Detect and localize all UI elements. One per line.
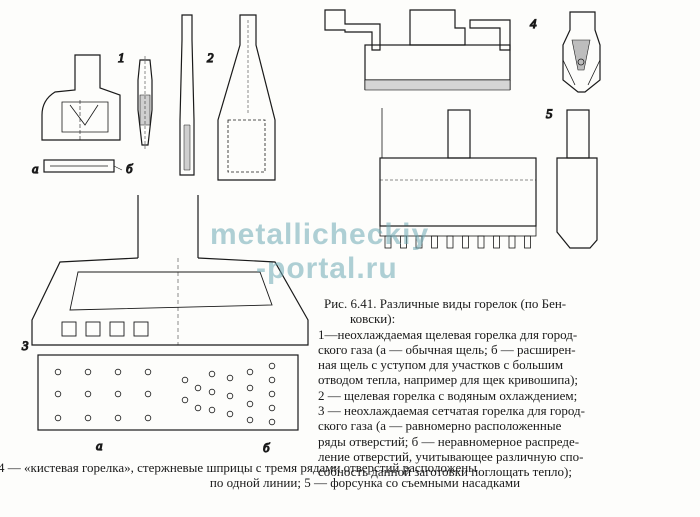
- burner-1-slot: [41, 54, 153, 173]
- hole: [246, 416, 254, 424]
- label-1: 1: [118, 50, 125, 65]
- nozzle-tip: [400, 235, 407, 249]
- caption-line: отводом тепла, например для щек кривошип…: [318, 372, 579, 388]
- hole: [54, 414, 62, 422]
- hole: [144, 390, 152, 398]
- caption-title-cont: ковски):: [350, 311, 396, 327]
- hole: [226, 410, 234, 418]
- label-b-top: б: [126, 161, 133, 176]
- label-5: 5: [546, 106, 553, 121]
- label-b-bottom: б: [263, 440, 270, 455]
- nozzle-tip: [384, 235, 392, 249]
- caption-line: 1—неохлаждаемая щелевая горелка для горо…: [318, 326, 578, 342]
- label-3: 3: [21, 338, 29, 353]
- caption-line: ского газа (а — равномерно расположенные: [318, 418, 562, 434]
- burner-5-tips: [384, 235, 531, 249]
- hole: [268, 362, 276, 370]
- hole: [144, 414, 152, 422]
- caption-line: ление отверстий, учитывающее различную с…: [318, 448, 584, 464]
- caption-line: 3 — неохлаждаемая сетчатая горелка для г…: [318, 403, 585, 419]
- nozzle-tip: [415, 235, 423, 249]
- caption-bottom-line-2: по одной линии; 5 — форсунка со съемными…: [209, 475, 521, 491]
- hole: [268, 390, 276, 398]
- caption-title: Рис. 6.41. Различные виды горелок (по Бе…: [324, 296, 567, 311]
- nozzle-tip: [524, 235, 531, 249]
- hole: [181, 376, 189, 384]
- caption-line: ряды отверстий; б — неравномерное распре…: [318, 433, 580, 449]
- hole: [181, 396, 189, 404]
- hole: [268, 404, 276, 412]
- hole: [54, 390, 62, 398]
- hole: [208, 388, 216, 396]
- caption-bottom: 4 — «кистевая горелка», стержневые шприц…: [0, 460, 700, 491]
- hole: [84, 414, 92, 422]
- hole: [114, 390, 122, 398]
- caption-line: ского газа (а — обычная щель; б — расшир…: [318, 341, 576, 357]
- label-4: 4: [530, 16, 537, 31]
- caption-line: ная щель с уступом для участков с больши…: [318, 357, 564, 373]
- caption-line: собность данной заготовки поглощать тепл…: [318, 464, 572, 480]
- hole: [246, 368, 254, 376]
- burner-3-mesh: [31, 195, 309, 431]
- hole: [246, 384, 254, 392]
- burner-5-nozzle: [379, 108, 598, 249]
- burner-4-nozzle-detail: [562, 11, 601, 93]
- hole: [84, 390, 92, 398]
- burner-2-water-cooled: [179, 14, 276, 181]
- hole: [84, 368, 92, 376]
- nozzle-tip: [508, 235, 516, 249]
- burner-4-brush: [324, 9, 511, 91]
- hole: [54, 368, 62, 376]
- nozzle-tip: [446, 235, 454, 249]
- hole: [114, 368, 122, 376]
- nozzle-tip: [493, 235, 500, 249]
- hole: [194, 404, 202, 412]
- hole: [226, 392, 234, 400]
- hole: [114, 414, 122, 422]
- label-a-bottom: а: [96, 438, 103, 453]
- label-2: 2: [207, 50, 214, 65]
- burner-3-hole-pattern: [54, 362, 276, 426]
- caption-line: 2 — щелевая горелка с водяным охлаждение…: [318, 387, 578, 403]
- hole: [268, 418, 276, 426]
- hole: [268, 376, 276, 384]
- nozzle-tip: [431, 235, 438, 249]
- caption-bottom-line-1: 4 — «кистевая горелка», стержневые шприц…: [0, 460, 477, 475]
- hole: [246, 400, 254, 408]
- watermark-line-2: -portal.ru: [256, 252, 398, 285]
- nozzle-tip: [477, 235, 485, 249]
- nozzle-tip: [462, 235, 469, 249]
- figure-caption: Рис. 6.41. Различные виды горелок (по Бе…: [318, 296, 698, 480]
- label-a-top: а: [32, 161, 39, 176]
- hole: [194, 384, 202, 392]
- hole: [208, 370, 216, 378]
- hole: [208, 406, 216, 414]
- watermark-line-1: metallicheckiy: [210, 218, 430, 251]
- hole: [226, 374, 234, 382]
- hole: [144, 368, 152, 376]
